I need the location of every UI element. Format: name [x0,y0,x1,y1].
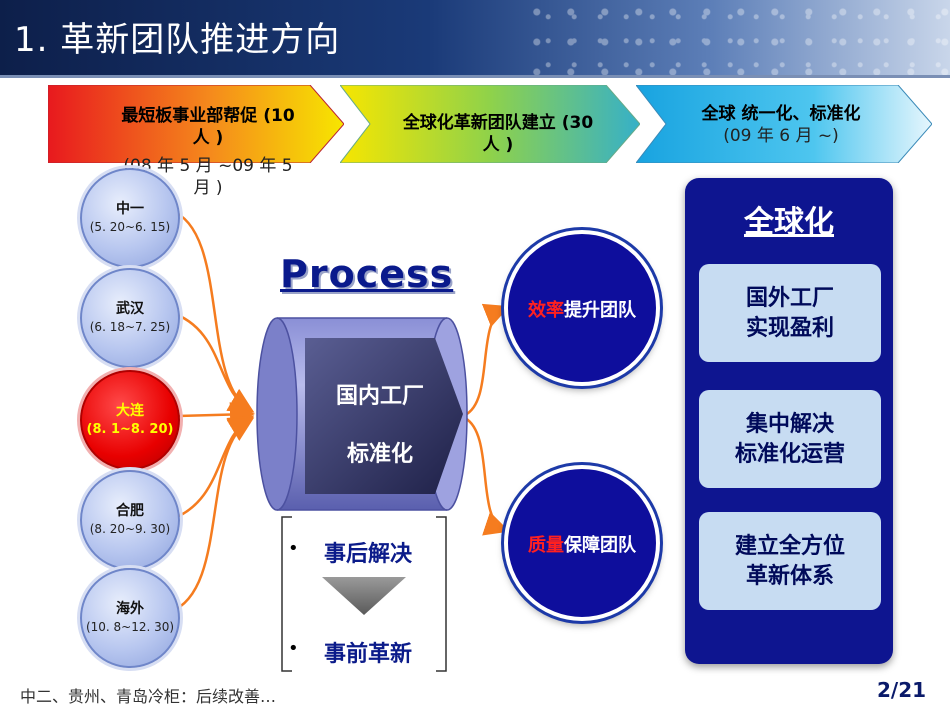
bullet-icon: • [288,538,299,559]
global-box-line1: 建立全方位 [734,534,845,559]
banner-3-line1: 全球 统一化、标准化 [701,104,861,124]
city-date: (5. 20~6. 15) [89,220,171,234]
city-date: (10. 8~12. 30) [85,620,175,634]
city-node-overseas: 海外 (10. 8~12. 30) [80,568,180,668]
city-node-wuhan: 武汉 (6. 18~7. 25) [80,268,180,368]
city-name: 合肥 [116,503,144,519]
city-name: 大连 [116,403,144,419]
global-box-line2: 实现盈利 [745,316,834,341]
team-quality: 质量保障团队 [504,465,660,621]
title-divider [0,75,950,78]
process-cylinder [256,317,468,511]
title-bar [0,0,950,75]
process-line1: 国内工厂 [335,384,424,409]
city-node-zhongyi: 中一 (5. 20~6. 15) [80,168,180,268]
global-box-standardize: 集中解决 标准化运营 [699,390,881,488]
global-box-line1: 国外工厂 [745,286,834,311]
global-box-profit: 国外工厂 实现盈利 [699,264,881,362]
banner-stage-3: 全球 统一化、标准化 (09 年 6 月 ~) [636,85,932,163]
team-rest: 提升团队 [564,300,636,321]
footer-note: 中二、贵州、青岛冷柜：后续改善… [20,687,277,706]
bullet-pre-innovation: 事前革新 [324,642,413,667]
city-name: 中一 [116,201,144,217]
global-box-system: 建立全方位 革新体系 [699,512,881,610]
process-heading: Process [280,252,454,296]
global-box-line2: 革新体系 [745,564,834,589]
bullet-icon: • [288,638,299,659]
city-name: 武汉 [116,301,144,317]
team-rest: 保障团队 [564,535,636,556]
bullet-after-fix: 事后解决 [324,542,413,567]
bullet-bracket [281,516,447,672]
global-box-line1: 集中解决 [745,412,834,437]
city-node-hefei: 合肥 (8. 20~9. 30) [80,470,180,570]
city-date: (8. 1~8. 20) [86,422,174,437]
city-name: 海外 [116,601,144,617]
page-title: 1. 革新团队推进方向 [14,20,341,60]
team-efficiency: 效率提升团队 [504,230,660,386]
banner-1-sub2: 月 ) [193,178,223,198]
city-node-dalian: 大连 (8. 1~8. 20) [80,370,180,470]
city-date: (8. 20~9. 30) [89,522,171,536]
banner-1-line2: 人 ) [192,128,224,148]
banner-2-line2: 人 ) [482,135,514,155]
down-arrow-icon [322,577,406,615]
global-box-line2: 标准化运营 [734,442,845,467]
team-highlight: 效率 [528,300,564,321]
banner-stage-1: 最短板事业部帮促 (10 人 ) (08 年 5 月 ~09 年 5 月 ) [48,85,344,198]
team-highlight: 质量 [528,535,564,556]
banner-3-sub1: (09 年 6 月 ~) [723,126,839,146]
banner-2-line1: 全球化革新团队建立 (30 [402,113,594,133]
banner-stage-2: 全球化革新团队建立 (30 人 ) [340,85,640,163]
city-date: (6. 18~7. 25) [89,320,171,334]
globalization-title: 全球化 [744,205,834,240]
page-number: 2/21 [877,678,927,702]
process-line2: 标准化 [346,442,413,467]
banner-1-sub1: (08 年 5 月 ~09 年 5 [123,156,293,176]
banner-1-line1: 最短板事业部帮促 (10 [121,106,295,126]
